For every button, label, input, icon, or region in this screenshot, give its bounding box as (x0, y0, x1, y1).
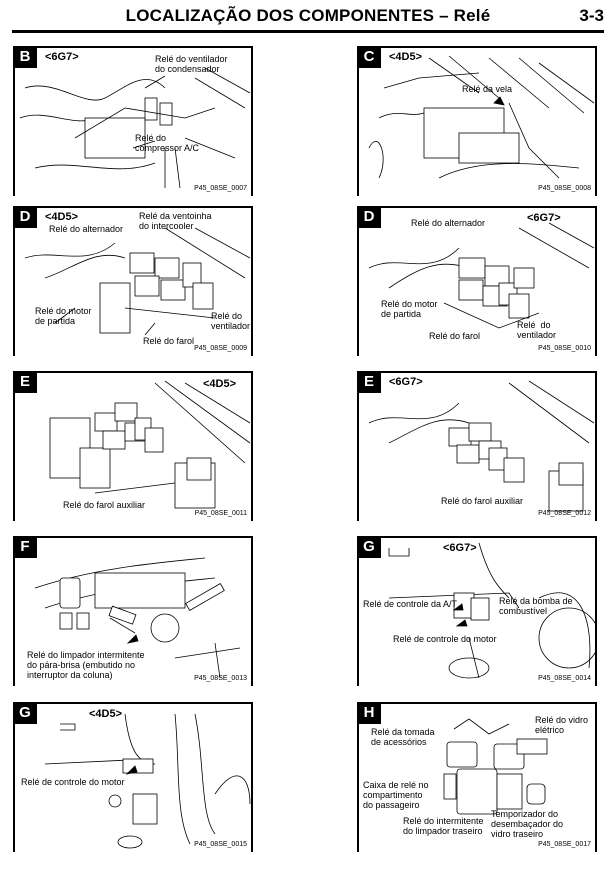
figure-panel-c: C <4D5> Relé da vela P45_08SE_0008 (357, 46, 597, 196)
page-title: LOCALIZAÇÃO DOS COMPONENTES – Relé (125, 6, 491, 25)
figure-code: P45_08SE_0017 (538, 841, 591, 848)
callout-auxiliary-lamp-relay: Relé do farol auxiliar (63, 500, 146, 510)
fuse-box-illustration (368, 222, 595, 329)
callout-intercooler-fan-relay: Relé da ventoinha do intercooler (139, 211, 212, 231)
figure-panel-h: H Relé da tomada de acessórios Relé do v… (357, 702, 597, 852)
figure-code: P45_08SE_0014 (538, 675, 591, 682)
callout-auxiliary-lamp-relay: Relé do farol auxiliar (441, 496, 524, 506)
engine-variant: <4D5> (203, 378, 237, 390)
callout-fan-relay: Relé do ventilador (211, 311, 251, 331)
callout-engine-control-relay: Relé de controle do motor (21, 777, 125, 787)
figure-code: P45_08SE_0009 (194, 345, 247, 352)
figure-code: P45_08SE_0011 (194, 510, 247, 517)
figure-code: P45_08SE_0015 (194, 841, 247, 848)
page-number: 3-3 (579, 6, 604, 25)
panel-letter: E (15, 373, 37, 393)
fuse-box-illustration (49, 380, 251, 509)
panel-letter: H (359, 704, 381, 724)
engine-variant: <6G7> (45, 51, 79, 63)
figure-panel-g-4d5: G <4D5> Relé de controle do motor P45_08… (13, 702, 253, 852)
engine-variant: <6G7> (443, 542, 477, 554)
panel-letter: G (15, 704, 37, 724)
figure-panel-d-6g7: D <6G7> Relé do alternador Relé do motor… (357, 206, 597, 356)
callout-glow-plug-relay: Relé da vela (462, 84, 513, 94)
callout-alternator-relay: Relé do alternador (411, 218, 486, 228)
callout-rear-defogger-timer: Temporizador do desembaçador do vidro tr… (491, 809, 564, 839)
engine-bay-illustration (19, 67, 251, 189)
panel-letter: C (359, 48, 381, 68)
callout-rear-wiper-relay: Relé do intermitente do limpador traseir… (403, 816, 484, 836)
figure-panel-g-6g7: G <6G7> Relé de controle da A/T Relé da … (357, 536, 597, 686)
engine-variant: <4D5> (45, 211, 79, 223)
figure-panel-d-4d5: D <4D5> Relé do alternador Relé da vento… (13, 206, 253, 356)
engine-variant: <6G7> (527, 212, 561, 224)
engine-variant: <4D5> (89, 708, 123, 720)
panel-letter: D (15, 208, 37, 228)
page-header: LOCALIZAÇÃO DOS COMPONENTES – Relé 3-3 (0, 0, 616, 34)
kick-panel-illustration (44, 713, 251, 849)
figure-panel-f: F Relé do limpador intermitente do pára-… (13, 536, 253, 686)
relay-box-illustration (443, 718, 548, 815)
callout-passenger-relay-box: Caixa de relé no compartimento do passag… (363, 780, 429, 810)
panel-letter: E (359, 373, 381, 393)
engine-variant: <4D5> (389, 51, 423, 63)
callout-starter-motor-relay: Relé do motor de partida (381, 299, 438, 319)
steering-column-illustration (34, 557, 241, 679)
callout-windshield-wiper-relay: Relé do limpador intermitente do pára-br… (27, 650, 145, 680)
callout-engine-control-relay: Relé de controle do motor (393, 634, 497, 644)
callout-ac-compressor-relay: Relé do compressor A/C (135, 133, 200, 153)
panel-letter: F (15, 538, 37, 558)
figure-code: P45_08SE_0007 (194, 185, 247, 192)
figure-panel-b: B <6G7> Relé do ventilador do condensado… (13, 46, 253, 196)
callout-accessory-socket-relay: Relé da tomada de acessórios (371, 727, 435, 747)
panel-letter: G (359, 538, 381, 558)
figure-code: P45_08SE_0013 (194, 675, 247, 682)
fuse-box-illustration (368, 380, 595, 512)
callout-fuel-pump-relay: Relé da bomba de combustível (499, 596, 573, 616)
callout-alternator-relay: Relé do alternador (49, 224, 124, 234)
engine-bay-illustration (368, 55, 595, 179)
kick-panel-illustration (388, 542, 595, 679)
figure-code: P45_08SE_0008 (538, 185, 591, 192)
callout-headlamp-relay: Relé do farol (429, 331, 481, 341)
figure-panel-e-6g7: E <6G7> Relé do farol auxiliar P45_08SE_… (357, 371, 597, 521)
callout-condenser-fan-relay: Relé do ventilador do condensador (155, 54, 228, 74)
callout-power-window-relay: Relé do vidro elétrico (535, 715, 589, 735)
callout-fan-relay: Relé do ventilador (517, 320, 557, 340)
callout-at-control-relay: Relé de controle da A/T (363, 599, 458, 609)
callout-starter-motor-relay: Relé do motor de partida (35, 306, 92, 326)
figure-code: P45_08SE_0012 (538, 510, 591, 517)
engine-variant: <6G7> (389, 376, 423, 388)
callout-headlamp-relay: Relé do farol (143, 336, 195, 346)
fuse-box-illustration (24, 227, 251, 336)
figure-panel-e-4d5: E <4D5> Relé do farol auxiliar P45_08SE_… (13, 371, 253, 521)
figure-code: P45_08SE_0010 (538, 345, 591, 352)
header-rule (12, 30, 604, 33)
panel-letter: B (15, 48, 37, 68)
panel-letter: D (359, 208, 381, 228)
